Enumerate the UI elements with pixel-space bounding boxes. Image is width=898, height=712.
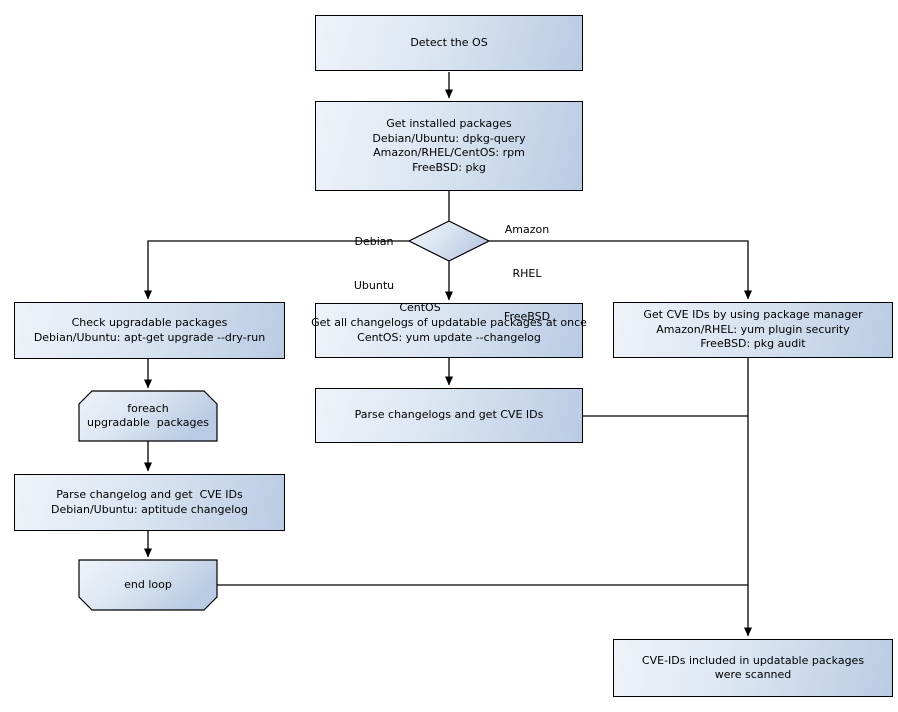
node-line: Get installed packages: [386, 117, 512, 130]
end-loop-shape: [78, 559, 218, 611]
node-line: FreeBSD: pkg audit: [700, 337, 806, 351]
node-line: Debian/Ubuntu: aptitude changelog: [50, 502, 249, 516]
node-get-all-changelogs: Get all changelogs of updatable packages…: [311, 303, 587, 358]
node-line: Get CVE IDs by using package manager: [643, 308, 863, 322]
os-decision-diamond: [407, 220, 491, 262]
node-line: Parse changelog and get CVE IDs: [56, 488, 243, 501]
node-line: Parse changelogs and get CVE IDs: [354, 408, 544, 422]
node-line: upgradable packages: [87, 416, 209, 429]
node-line: Debian/Ubuntu: apt-get upgrade --dry-run: [33, 330, 266, 344]
node-cve-ids-scanned: CVE-IDs included in updatable packages w…: [613, 639, 893, 697]
node-line: CVE-IDs included in updatable packages: [641, 653, 865, 667]
node-detect-os: Detect the OS: [315, 15, 583, 71]
end-loop-label: end loop: [79, 560, 217, 610]
node-line: foreach: [127, 402, 169, 415]
node-line: end loop: [124, 578, 172, 591]
branch-label-amazon-rhel-freebsd: Amazon RHEL FreeBSD: [503, 223, 551, 323]
node-line: Debian/Ubuntu: dpkg-query: [372, 131, 526, 145]
node-get-installed-packages: Get installed packages Debian/Ubuntu: dp…: [315, 101, 583, 191]
node-line: Detect the OS: [410, 35, 488, 49]
node-get-cve-ids-by-package-manager: Get CVE IDs by using package manager Ama…: [613, 302, 893, 358]
foreach-loop-label: foreach upgradable packages: [79, 391, 217, 441]
node-line: CentOS: yum update --changelog: [357, 330, 541, 344]
node-line: Get all changelogs of updatable packages…: [311, 316, 587, 329]
foreach-loop-shape: [78, 390, 218, 442]
node-parse-changelog-get-cve-ids: Parse changelog and get CVE IDs Debian/U…: [14, 474, 285, 531]
node-line: Check upgradable packages: [71, 316, 228, 329]
branch-label-debian-ubuntu: Debian Ubuntu: [353, 235, 395, 292]
node-line: Amazon/RHEL: yum plugin security: [656, 322, 850, 336]
node-line: FreeBSD: pkg: [412, 160, 486, 174]
branch-label-centos: CentOS: [399, 301, 441, 314]
node-line: were scanned: [714, 668, 792, 681]
node-parse-changelogs-get-cve-ids: Parse changelogs and get CVE IDs: [315, 388, 583, 443]
edge-decision-to-check-upgradable: [144, 240, 409, 300]
edge-decision-to-get-cve-ids: [489, 240, 752, 300]
node-line: Amazon/RHEL/CentOS: rpm: [373, 146, 525, 159]
node-check-upgradable-packages: Check upgradable packages Debian/Ubuntu:…: [14, 302, 285, 359]
